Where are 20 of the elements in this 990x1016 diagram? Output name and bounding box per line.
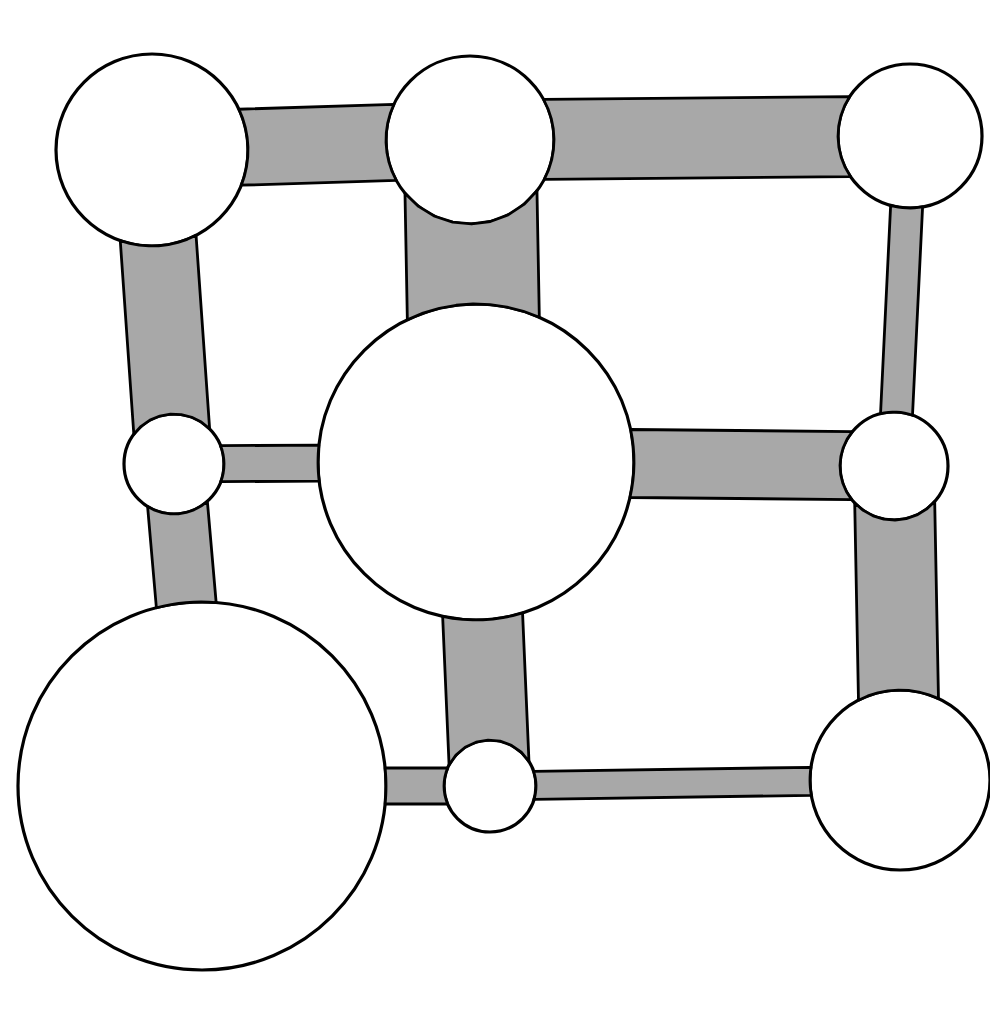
connector-bar bbox=[237, 102, 398, 187]
circle bbox=[838, 410, 950, 522]
connector-bar bbox=[118, 233, 212, 436]
connector-bar bbox=[853, 500, 940, 702]
circle bbox=[384, 54, 556, 226]
circle bbox=[54, 52, 250, 248]
connector-bar bbox=[628, 428, 854, 501]
circle bbox=[316, 302, 636, 622]
connector-bar bbox=[146, 499, 218, 610]
circle bbox=[122, 412, 226, 516]
connector-bar bbox=[403, 189, 541, 322]
circle bbox=[16, 600, 388, 972]
connector-bar bbox=[532, 765, 813, 801]
circle bbox=[836, 62, 984, 210]
connector-bar bbox=[441, 611, 531, 767]
connector-bar bbox=[219, 443, 321, 484]
circle bbox=[442, 738, 538, 834]
connector-bar bbox=[879, 203, 924, 417]
connector-bar bbox=[542, 95, 852, 181]
connector-bar bbox=[383, 766, 450, 806]
